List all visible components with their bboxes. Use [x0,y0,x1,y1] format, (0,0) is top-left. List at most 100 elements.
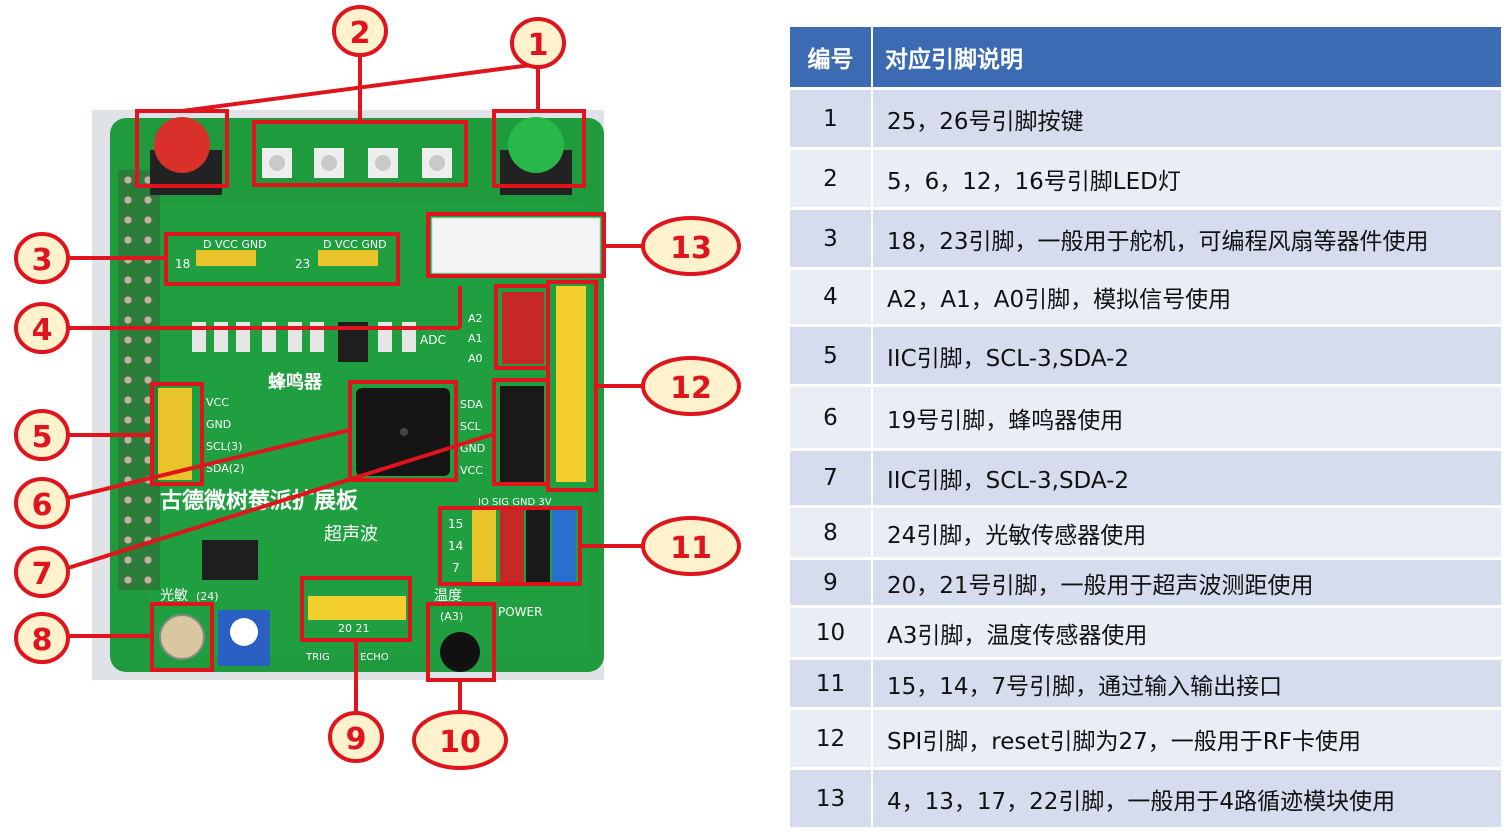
iic-sda-label: SDA(2) [206,462,244,475]
table-row: 1 25，26号引脚按键 [790,88,1503,150]
adc-label: ADC [420,333,446,347]
callout-2: 2 [332,5,388,57]
led-row [262,148,452,178]
callout-4: 4 [14,302,70,354]
table-row: 11 15，14，7号引脚，通过输入输出接口 [790,658,1503,710]
table-row: 8 24引脚，光敏传感器使用 [790,506,1503,560]
ultrasonic-label: 超声波 [324,524,378,545]
temp-pin-label: (A3) [440,610,463,623]
io-15-label: 15 [448,517,463,531]
a0-label: A0 [468,352,483,365]
row-number: 1 [790,88,873,150]
red-button [154,117,210,173]
iic-gnd-label: GND [206,418,231,431]
temp-label: 温度 [434,588,462,604]
buzzer-label: 蜂鸣器 [268,371,323,393]
table-row: 6 19号引脚，蜂鸣器使用 [790,385,1503,451]
power-label: POWER [498,605,542,619]
callout-8: 8 [14,612,70,664]
table-row: 12 SPI引脚，reset引脚为27，一般用于RF卡使用 [790,708,1503,770]
callout-10-label: 10 [439,725,481,760]
callout-11-label: 11 [670,531,712,566]
row-description: 24引脚，光敏传感器使用 [872,506,1503,560]
callout-1: 1 [510,17,566,69]
row-number: 2 [790,148,873,210]
callout-1-label: 1 [528,28,549,63]
callout-5: 5 [14,409,70,461]
row-description: 18，23引脚，一般用于舵机，可编程风扇等器件使用 [872,208,1503,270]
row-number: 13 [790,768,873,830]
table-row: 4 A2，A1，A0引脚，模拟信号使用 [790,268,1503,327]
track-connector [431,217,601,274]
io-header [472,510,576,582]
table-row: 9 20，21号引脚，一般用于超声波测距使用 [790,558,1503,608]
ultrasonic-header [308,596,406,620]
echo-label: ECHO [360,652,389,663]
row-description: 20，21号引脚，一般用于超声波测距使用 [872,558,1503,608]
row-description: IIC引脚，SCL-3,SDA-2 [872,449,1503,508]
row-number: 8 [790,506,873,560]
a1-label: A1 [468,332,483,345]
callout-7: 7 [14,546,70,598]
header-number: 编号 [790,27,873,90]
row-description: IIC引脚，SCL-3,SDA-2 [872,325,1503,387]
iic-header-right [500,386,544,482]
row-number: 11 [790,658,873,710]
photoresistor [159,614,205,660]
servo-pin-label-1: 18 [175,257,190,271]
row-number: 5 [790,325,873,387]
callout-7-label: 7 [32,557,53,592]
servo-label-2: D VCC GND [323,238,387,251]
light-label: 光敏 [160,588,188,604]
board-diagram: D VCC GND D VCC GND 18 23 ADC A2 A1 A0 S… [14,5,741,770]
leader-lines [67,56,642,716]
row-number: 12 [790,708,873,770]
table-row: 13 4，13，17，22引脚，一般用于4路循迹模块使用 [790,768,1503,830]
gpio-header [118,170,160,590]
iic-scl-label: SCL(3) [206,440,242,453]
callout-13-label: 13 [670,231,712,266]
row-number: 6 [790,385,873,451]
row-number: 7 [790,449,873,508]
a2-label: A2 [468,312,483,325]
callout-12-label: 12 [670,371,712,406]
trig-label: TRIG [305,652,330,663]
callout-12: 12 [641,356,741,416]
table-row: 5 IIC引脚，SCL-3,SDA-2 [790,325,1503,387]
row-description: 5，6，12，16号引脚LED灯 [872,148,1503,210]
io-7-label: 7 [452,561,460,575]
callout-5-label: 5 [32,420,53,455]
row-description: SPI引脚，reset引脚为27，一般用于RF卡使用 [872,708,1503,770]
callout-6-label: 6 [32,488,53,523]
callout-3: 3 [14,232,70,284]
callout-6: 6 [14,477,70,529]
callout-9-label: 9 [346,722,367,757]
table-row: 3 18，23引脚，一般用于舵机，可编程风扇等器件使用 [790,208,1503,270]
light-pin-label: (24) [196,590,219,603]
table-row: 10 A3引脚，温度传感器使用 [790,606,1503,660]
green-button [508,117,564,173]
row-description: 15，14，7号引脚，通过输入输出接口 [872,658,1503,710]
pin-description-table: 编号 对应引脚说明 1 25，26号引脚按键 2 5，6，12，16号引脚LED… [790,27,1503,830]
ic-chip [202,540,258,580]
table-row: 2 5，6，12，16号引脚LED灯 [790,148,1503,210]
potentiometer-knob [230,618,258,646]
servo-headers [196,250,378,266]
row-description: 25，26号引脚按键 [872,88,1503,150]
callout-10: 10 [412,710,508,770]
spi-header [556,286,586,482]
spi-sda-label: SDA [460,398,483,411]
temp-sensor [440,632,480,672]
spi-scl-label: SCL [460,420,482,433]
spi-vcc-label: VCC [460,464,483,477]
header-description: 对应引脚说明 [872,27,1503,90]
callout-8-label: 8 [32,623,53,658]
row-number: 4 [790,268,873,327]
io-header-label: IO SIG GND 3V [478,497,552,508]
callout-4-label: 4 [32,313,53,348]
iic-vcc-label: VCC [206,396,229,409]
callout-3-label: 3 [32,243,53,278]
servo-pin-label-2: 23 [295,257,310,271]
iic-header-left [158,388,192,480]
board-title: 古德微树莓派扩展板 [160,488,359,514]
